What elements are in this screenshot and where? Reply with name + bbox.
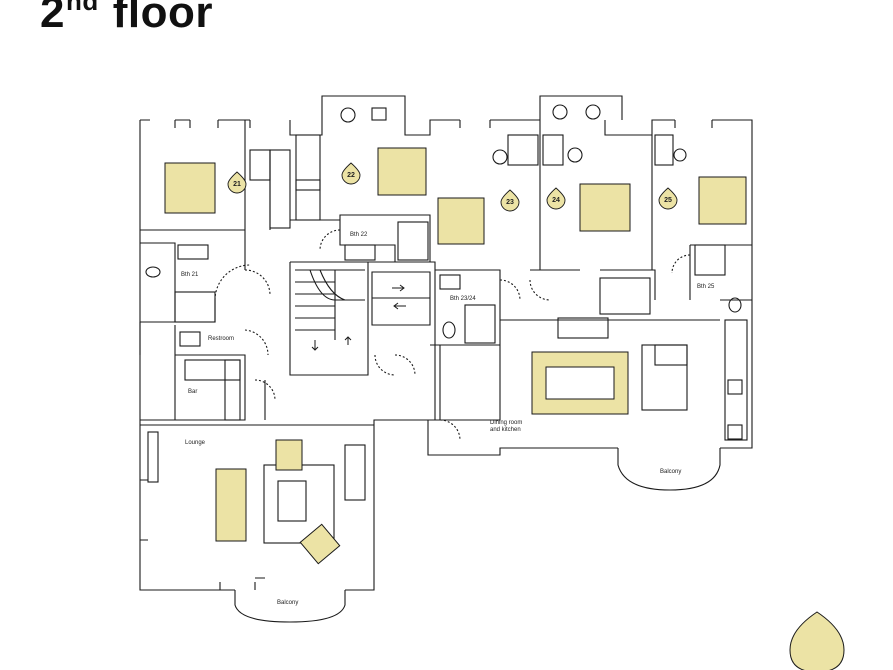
room-marker-icon bbox=[500, 189, 520, 212]
wardrobe bbox=[599, 277, 651, 315]
kitchen-label: and kitchen bbox=[490, 427, 521, 433]
sofa bbox=[215, 468, 247, 542]
lounge-label: Lounge bbox=[185, 440, 206, 446]
windows bbox=[140, 120, 713, 590]
kitchen-counter bbox=[724, 319, 748, 441]
bth2324-label: Bth 23/24 bbox=[450, 296, 476, 302]
bench bbox=[641, 344, 688, 411]
internal-walls bbox=[139, 120, 752, 426]
bed-23 bbox=[437, 197, 485, 245]
chair bbox=[585, 104, 601, 120]
desk bbox=[542, 134, 564, 166]
dining-label: Dining room bbox=[490, 420, 522, 426]
shower bbox=[174, 291, 216, 323]
room-marker-icon bbox=[658, 187, 678, 210]
chair bbox=[552, 104, 568, 120]
floor-number: 2 bbox=[40, 0, 65, 37]
room-marker-icon bbox=[227, 171, 247, 194]
bed-21 bbox=[164, 162, 216, 214]
room-marker-icon bbox=[341, 162, 361, 185]
stair-flights bbox=[295, 269, 365, 340]
shelf bbox=[147, 431, 159, 483]
desk bbox=[249, 149, 271, 181]
stair-arrow-icon bbox=[311, 284, 406, 351]
restroom-label: Restroom bbox=[208, 336, 234, 342]
toilet bbox=[728, 297, 742, 313]
balcony-bottom bbox=[234, 590, 346, 623]
chair bbox=[673, 148, 687, 162]
bed-22 bbox=[377, 147, 427, 196]
chair bbox=[492, 149, 508, 165]
lift bbox=[371, 271, 431, 326]
floor-word: floor bbox=[112, 0, 214, 37]
desk bbox=[507, 134, 539, 166]
wardrobe bbox=[269, 149, 291, 229]
dining-table bbox=[545, 366, 615, 400]
toilet bbox=[145, 266, 161, 278]
toilet bbox=[442, 321, 456, 339]
sink bbox=[179, 331, 201, 347]
counter bbox=[557, 317, 609, 339]
shower bbox=[694, 244, 726, 276]
balcony-bottom-label: Balcony bbox=[277, 600, 298, 606]
desk bbox=[654, 134, 674, 166]
shower bbox=[397, 221, 429, 261]
room-21-label: 21 bbox=[233, 181, 241, 188]
bed-24 bbox=[579, 183, 631, 232]
chair bbox=[340, 107, 356, 123]
coffee-table bbox=[277, 480, 307, 522]
armchair bbox=[275, 439, 303, 471]
bth22-label: Bth 22 bbox=[350, 232, 368, 238]
wardrobe bbox=[295, 134, 321, 191]
balcony-right bbox=[617, 448, 721, 491]
armchair bbox=[299, 523, 341, 565]
bth21-label: Bth 21 bbox=[181, 272, 199, 278]
bth25-label: Bth 25 bbox=[697, 284, 715, 290]
room-marker-icon bbox=[546, 187, 566, 210]
sink bbox=[344, 244, 376, 261]
room-24-label: 24 bbox=[552, 197, 560, 204]
bed-25 bbox=[698, 176, 747, 225]
floor-suffix: nd bbox=[65, 0, 99, 16]
room-22-label: 22 bbox=[347, 172, 355, 179]
room-25-label: 25 bbox=[664, 197, 672, 204]
sink bbox=[177, 244, 209, 260]
sink bbox=[439, 274, 461, 290]
room-23-label: 23 bbox=[506, 199, 514, 206]
balcony-right-label: Balcony bbox=[660, 469, 681, 475]
console bbox=[344, 444, 366, 501]
brand-drop-icon bbox=[789, 611, 845, 670]
shower bbox=[464, 304, 496, 344]
bar-counter bbox=[184, 359, 241, 381]
chair bbox=[567, 147, 583, 163]
room-markers bbox=[227, 162, 678, 212]
desk bbox=[295, 179, 321, 221]
bar-label: Bar bbox=[188, 389, 197, 395]
